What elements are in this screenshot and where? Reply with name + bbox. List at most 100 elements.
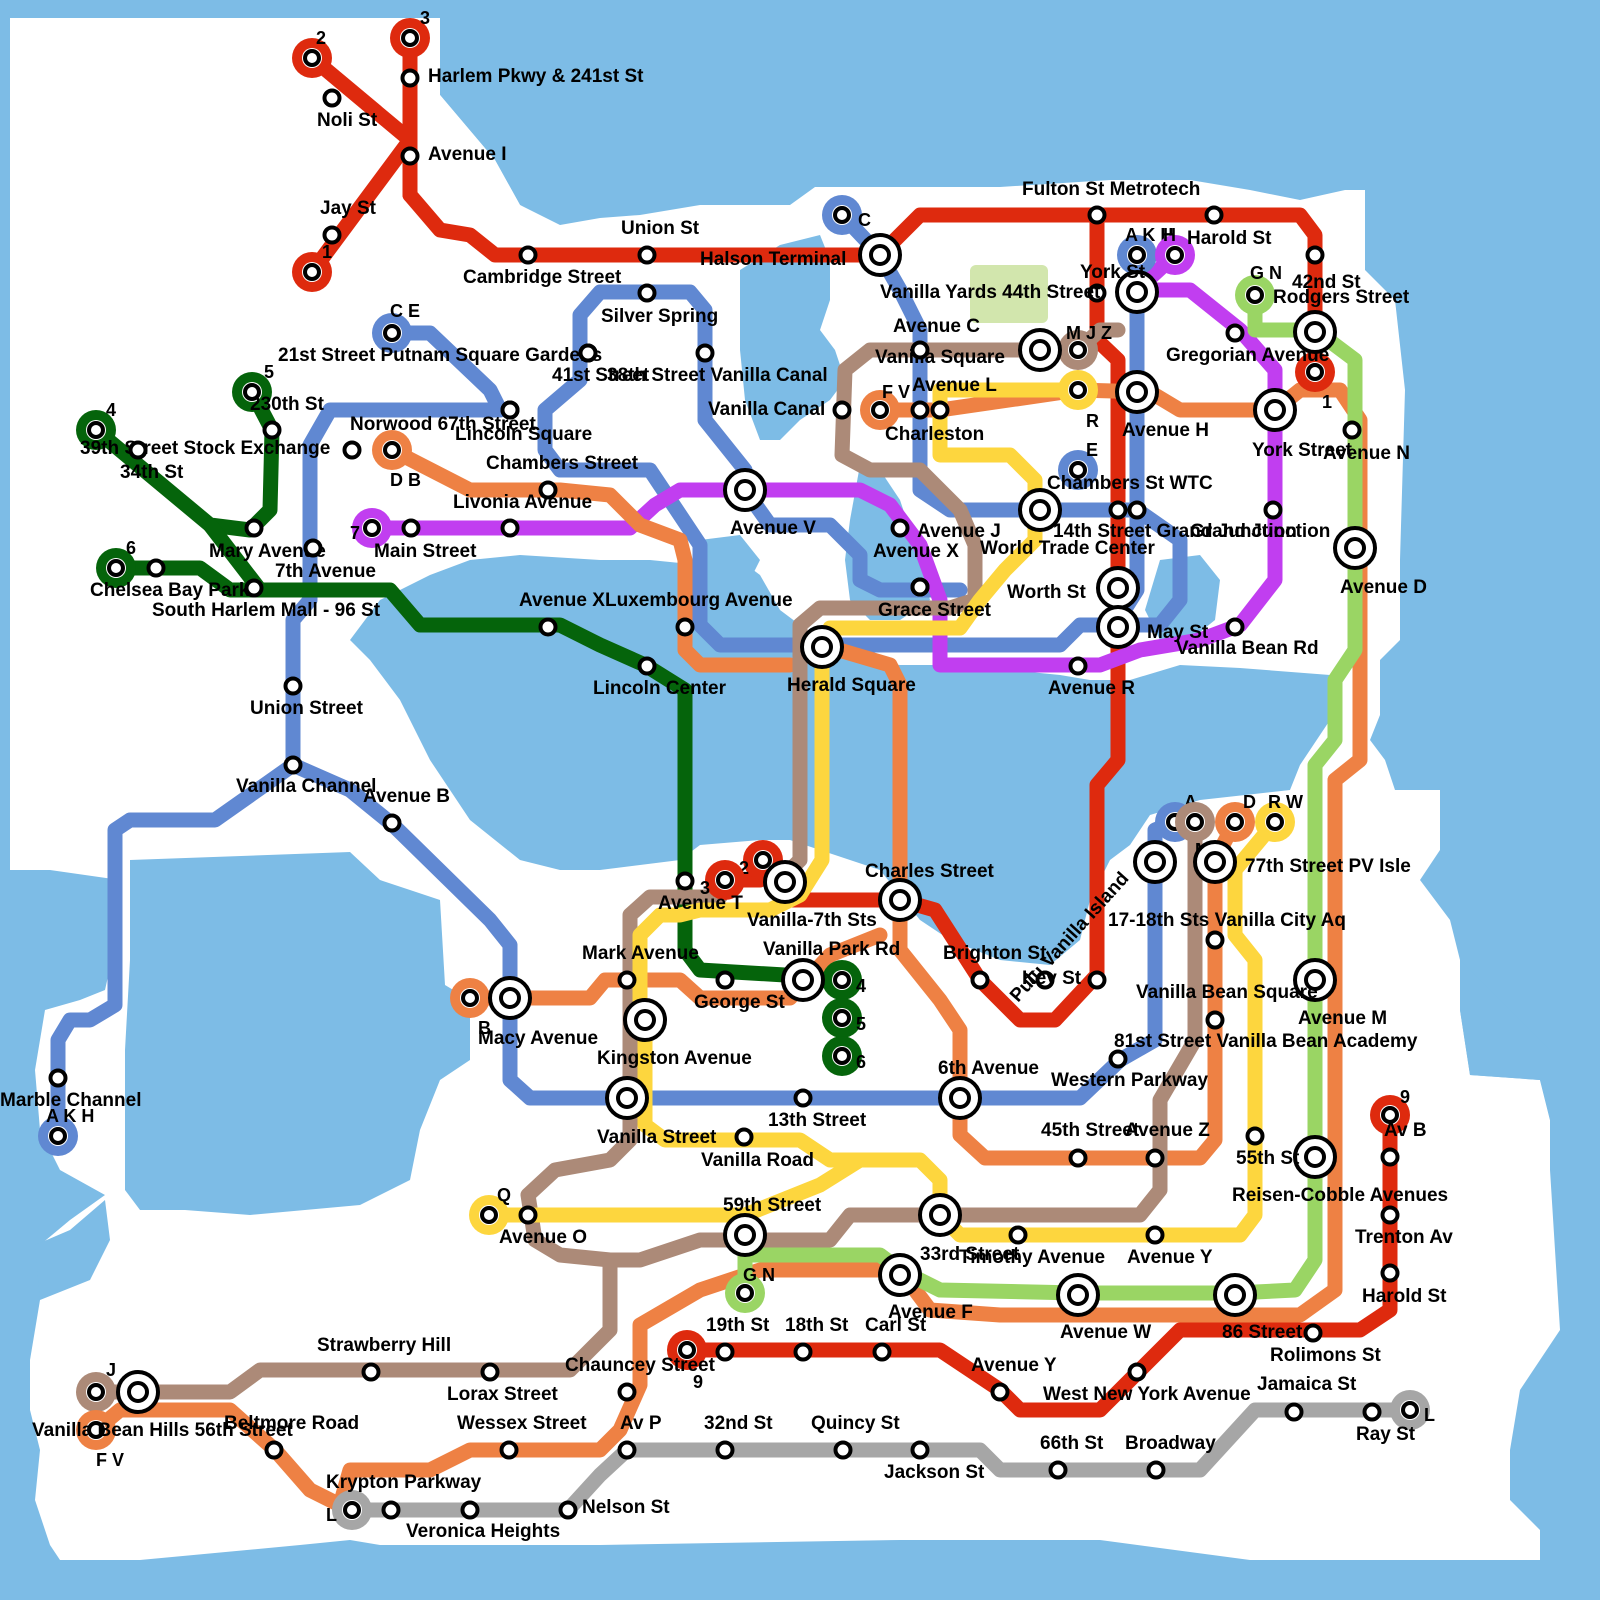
interchange-inner-ring — [1146, 853, 1164, 871]
terminal-dot — [345, 1503, 359, 1517]
station-dot — [836, 1443, 851, 1458]
station-label: Vanilla Bean Square — [1136, 982, 1318, 1003]
interchange-label: Herald Square — [787, 675, 916, 696]
station-dot — [993, 1385, 1008, 1400]
interchange-label: 77th Street PV Isle — [1245, 856, 1411, 877]
station-dot — [913, 580, 928, 595]
station-dot — [265, 423, 280, 438]
station-label: Avenue Z — [1125, 1120, 1210, 1141]
terminal-dot — [835, 1049, 849, 1063]
station-dot — [286, 679, 301, 694]
station-label: 230th St — [250, 394, 325, 415]
interchange-inner-ring — [618, 1089, 636, 1107]
terminal-label: 7 — [350, 523, 360, 543]
station-21st-street-putnam-square-gardens[interactable]: 21st Street Putnam Square Gardens — [278, 345, 602, 366]
station-dot — [796, 1345, 811, 1360]
station-dot — [521, 1208, 536, 1223]
station-dot — [620, 1443, 635, 1458]
terminal-dot — [718, 873, 732, 887]
terminal-dot — [109, 561, 123, 575]
terminal-label: 6 — [856, 1052, 866, 1072]
station-dot — [1248, 1129, 1263, 1144]
station-label: Harold St — [1362, 1286, 1447, 1307]
station-dot — [521, 248, 536, 263]
terminal-dot — [1268, 815, 1282, 829]
station-dot — [1266, 503, 1281, 518]
station-dot — [541, 620, 556, 635]
interchange-inner-ring — [794, 971, 812, 989]
station-39th-street-stock-exchange[interactable]: 39th Street Stock Exchange — [80, 438, 360, 459]
terminal-label: C E — [390, 301, 420, 321]
station-label: Gregorian Avenue — [1166, 345, 1329, 366]
station-label: Avenue Y — [971, 1355, 1057, 1376]
terminal-label: J — [106, 1360, 116, 1380]
interchange-label: Avenue D — [1340, 577, 1427, 598]
station-dot — [1345, 423, 1360, 438]
station-label: Timothy Avenue — [959, 1247, 1105, 1268]
interchange-inner-ring — [1069, 1286, 1087, 1304]
station-dot — [1011, 1228, 1026, 1243]
station-label: Chelsea Bay Park — [90, 580, 250, 601]
interchange-inner-ring — [931, 1206, 949, 1224]
station-label: Vanilla Bean Rd — [1176, 638, 1319, 659]
station-dot — [463, 1503, 478, 1518]
station-dot — [131, 443, 146, 458]
terminal-dot — [385, 443, 399, 457]
station-dot — [718, 973, 733, 988]
station-dot — [933, 403, 948, 418]
station-dot — [1051, 1463, 1066, 1478]
station-label: Avenue X — [873, 541, 959, 562]
station-label: Avenue I — [428, 144, 507, 165]
station-dot — [718, 1443, 733, 1458]
terminal-label: D — [1243, 792, 1256, 812]
station-label: 7th Avenue — [275, 561, 376, 582]
station-dot — [1111, 1052, 1126, 1067]
terminal-dot — [835, 973, 849, 987]
terminal-label: 4 — [106, 400, 116, 420]
interchange-inner-ring — [1109, 579, 1127, 597]
station-dot — [483, 1365, 498, 1380]
terminal-label: 1 — [1322, 392, 1332, 412]
terminal-dot — [1130, 248, 1144, 262]
station-label: Avenue C — [893, 316, 980, 337]
station-harlem-pkwy-241st-st[interactable]: Harlem Pkwy & 241st St — [403, 66, 645, 87]
station-dot — [620, 1385, 635, 1400]
interchange-inner-ring — [951, 1089, 969, 1107]
station-label: Avenue L — [912, 375, 997, 396]
station-dot — [1208, 1013, 1223, 1028]
station-dot — [1228, 326, 1243, 341]
station-label: Beltmore Road — [224, 1413, 359, 1434]
station-label: Avenue J — [917, 521, 1001, 542]
terminal-dot — [385, 326, 399, 340]
station-label: Luxembourg Avenue — [605, 590, 793, 611]
station-dot — [1208, 933, 1223, 948]
interchange-inner-ring — [891, 891, 909, 909]
station-label: Trenton Av — [1355, 1227, 1453, 1248]
terminal-label: E — [1086, 440, 1098, 460]
station-label: Silver Spring — [601, 306, 718, 327]
station-key-st[interactable]: Key St — [1022, 968, 1082, 989]
station-label: Lorax Street — [447, 1384, 559, 1405]
station-dot — [678, 874, 693, 889]
station-dot — [1071, 1151, 1086, 1166]
station-label: Grand Junction — [1190, 521, 1330, 542]
station-dot — [1383, 1208, 1398, 1223]
terminal-dot — [756, 853, 770, 867]
terminal-dot — [1168, 248, 1182, 262]
station-dot — [640, 659, 655, 674]
terminal-dot — [1228, 815, 1242, 829]
station-dot — [581, 346, 596, 361]
station-dot — [698, 346, 713, 361]
interchange-label: Worth St — [1007, 582, 1086, 603]
station-label: Lincoln Center — [593, 678, 727, 699]
station-dot — [385, 816, 400, 831]
station-vanilla-yards-44th-street[interactable]: Vanilla Yards 44th Street — [880, 282, 1105, 303]
station-label: Avenue Y — [1127, 1247, 1213, 1268]
terminal-label: L — [326, 1505, 337, 1525]
terminal-dot — [89, 1385, 103, 1399]
interchange-label: Kingston Avenue — [597, 1048, 752, 1069]
terminal-label: G N — [743, 1265, 775, 1285]
station-label: Key St — [1022, 968, 1082, 989]
interchange-inner-ring — [1128, 283, 1146, 301]
station-label: Chambers Street — [486, 453, 639, 474]
